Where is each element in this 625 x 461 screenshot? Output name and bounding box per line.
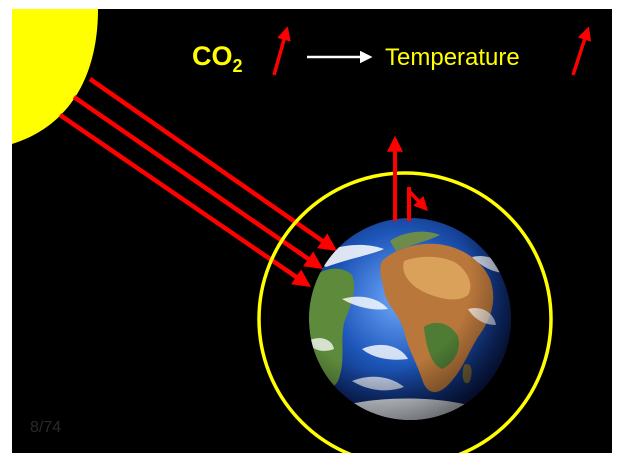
co2-increase-arrow-icon	[272, 26, 291, 76]
slide-number: 8/74	[30, 419, 62, 436]
greenhouse-diagram	[12, 9, 592, 453]
incoming-arrow-3	[58, 113, 311, 288]
reflected-arrow	[407, 189, 428, 212]
earth-icon	[309, 218, 511, 420]
temperature-label: Temperature	[385, 44, 520, 71]
slide: CO2 Temperature 8/74	[12, 9, 612, 453]
temperature-increase-arrow-icon	[571, 26, 592, 76]
outgoing-radiation-arrows	[387, 135, 428, 221]
incoming-radiation-arrows	[58, 77, 337, 288]
sun-icon	[12, 9, 98, 144]
atmosphere-ring	[257, 171, 553, 453]
incoming-arrow-1	[88, 77, 337, 252]
co2-subscript: 2	[232, 56, 243, 76]
incoming-arrow-2	[72, 95, 323, 270]
co2-label: CO2	[192, 41, 243, 76]
co2-text: CO	[192, 41, 233, 71]
